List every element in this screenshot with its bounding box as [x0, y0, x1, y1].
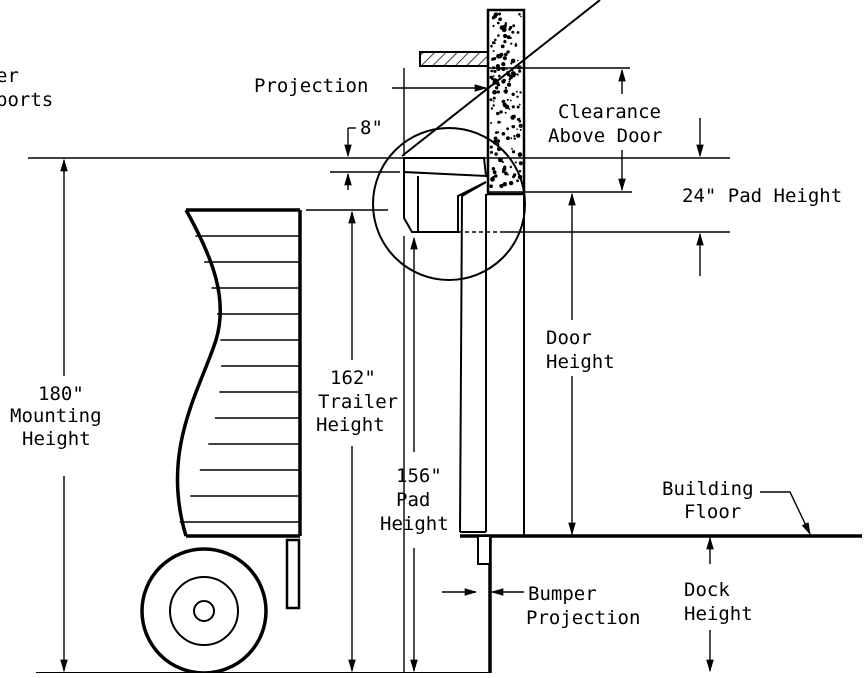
- label-clearance-1: Clearance: [558, 101, 661, 123]
- label-mount-3: Height: [22, 428, 91, 450]
- label-mount-2: Mounting: [10, 405, 102, 427]
- shelter-head: [403, 157, 498, 233]
- trailer-ribs: [179, 235, 300, 523]
- label-dock-1: Dock: [684, 579, 730, 601]
- label-pad156-2: Pad: [396, 489, 430, 511]
- label-door-2: Height: [546, 351, 615, 373]
- label-bumper-1: Bumper: [528, 583, 597, 605]
- label-floor-2: Floor: [684, 501, 741, 523]
- trailer: [140, 208, 302, 675]
- labels: er ports Projection Clearance Above Door…: [0, 65, 842, 629]
- label-eight-inch: 8": [360, 117, 383, 139]
- side-pad: [459, 181, 487, 533]
- label-trailer-2: Trailer: [318, 391, 398, 413]
- building-wall: [486, 8, 526, 536]
- label-header-cut-2: ports: [0, 89, 53, 111]
- label-mount-1: 180": [38, 383, 84, 405]
- label-bumper-2: Projection: [526, 607, 640, 629]
- extension-lines: [28, 67, 730, 673]
- label-pad156-3: Height: [380, 513, 449, 535]
- detail-circle: [372, 127, 526, 281]
- label-clearance-2: Above Door: [548, 125, 662, 147]
- label-trailer-3: Height: [316, 414, 385, 436]
- label-pad156-1: 156": [396, 465, 442, 487]
- label-dock-2: Height: [684, 603, 753, 625]
- label-door-1: Door: [546, 327, 592, 349]
- label-projection: Projection: [254, 75, 368, 97]
- header-support: [419, 51, 489, 67]
- label-header-cut-1: er: [0, 65, 19, 87]
- label-trailer-1: 162": [330, 367, 376, 389]
- dimension-arrows: [60, 68, 811, 673]
- label-floor-1: Building: [662, 478, 754, 500]
- label-24-pad-height: 24" Pad Height: [682, 185, 842, 207]
- dock-structure: [460, 534, 862, 673]
